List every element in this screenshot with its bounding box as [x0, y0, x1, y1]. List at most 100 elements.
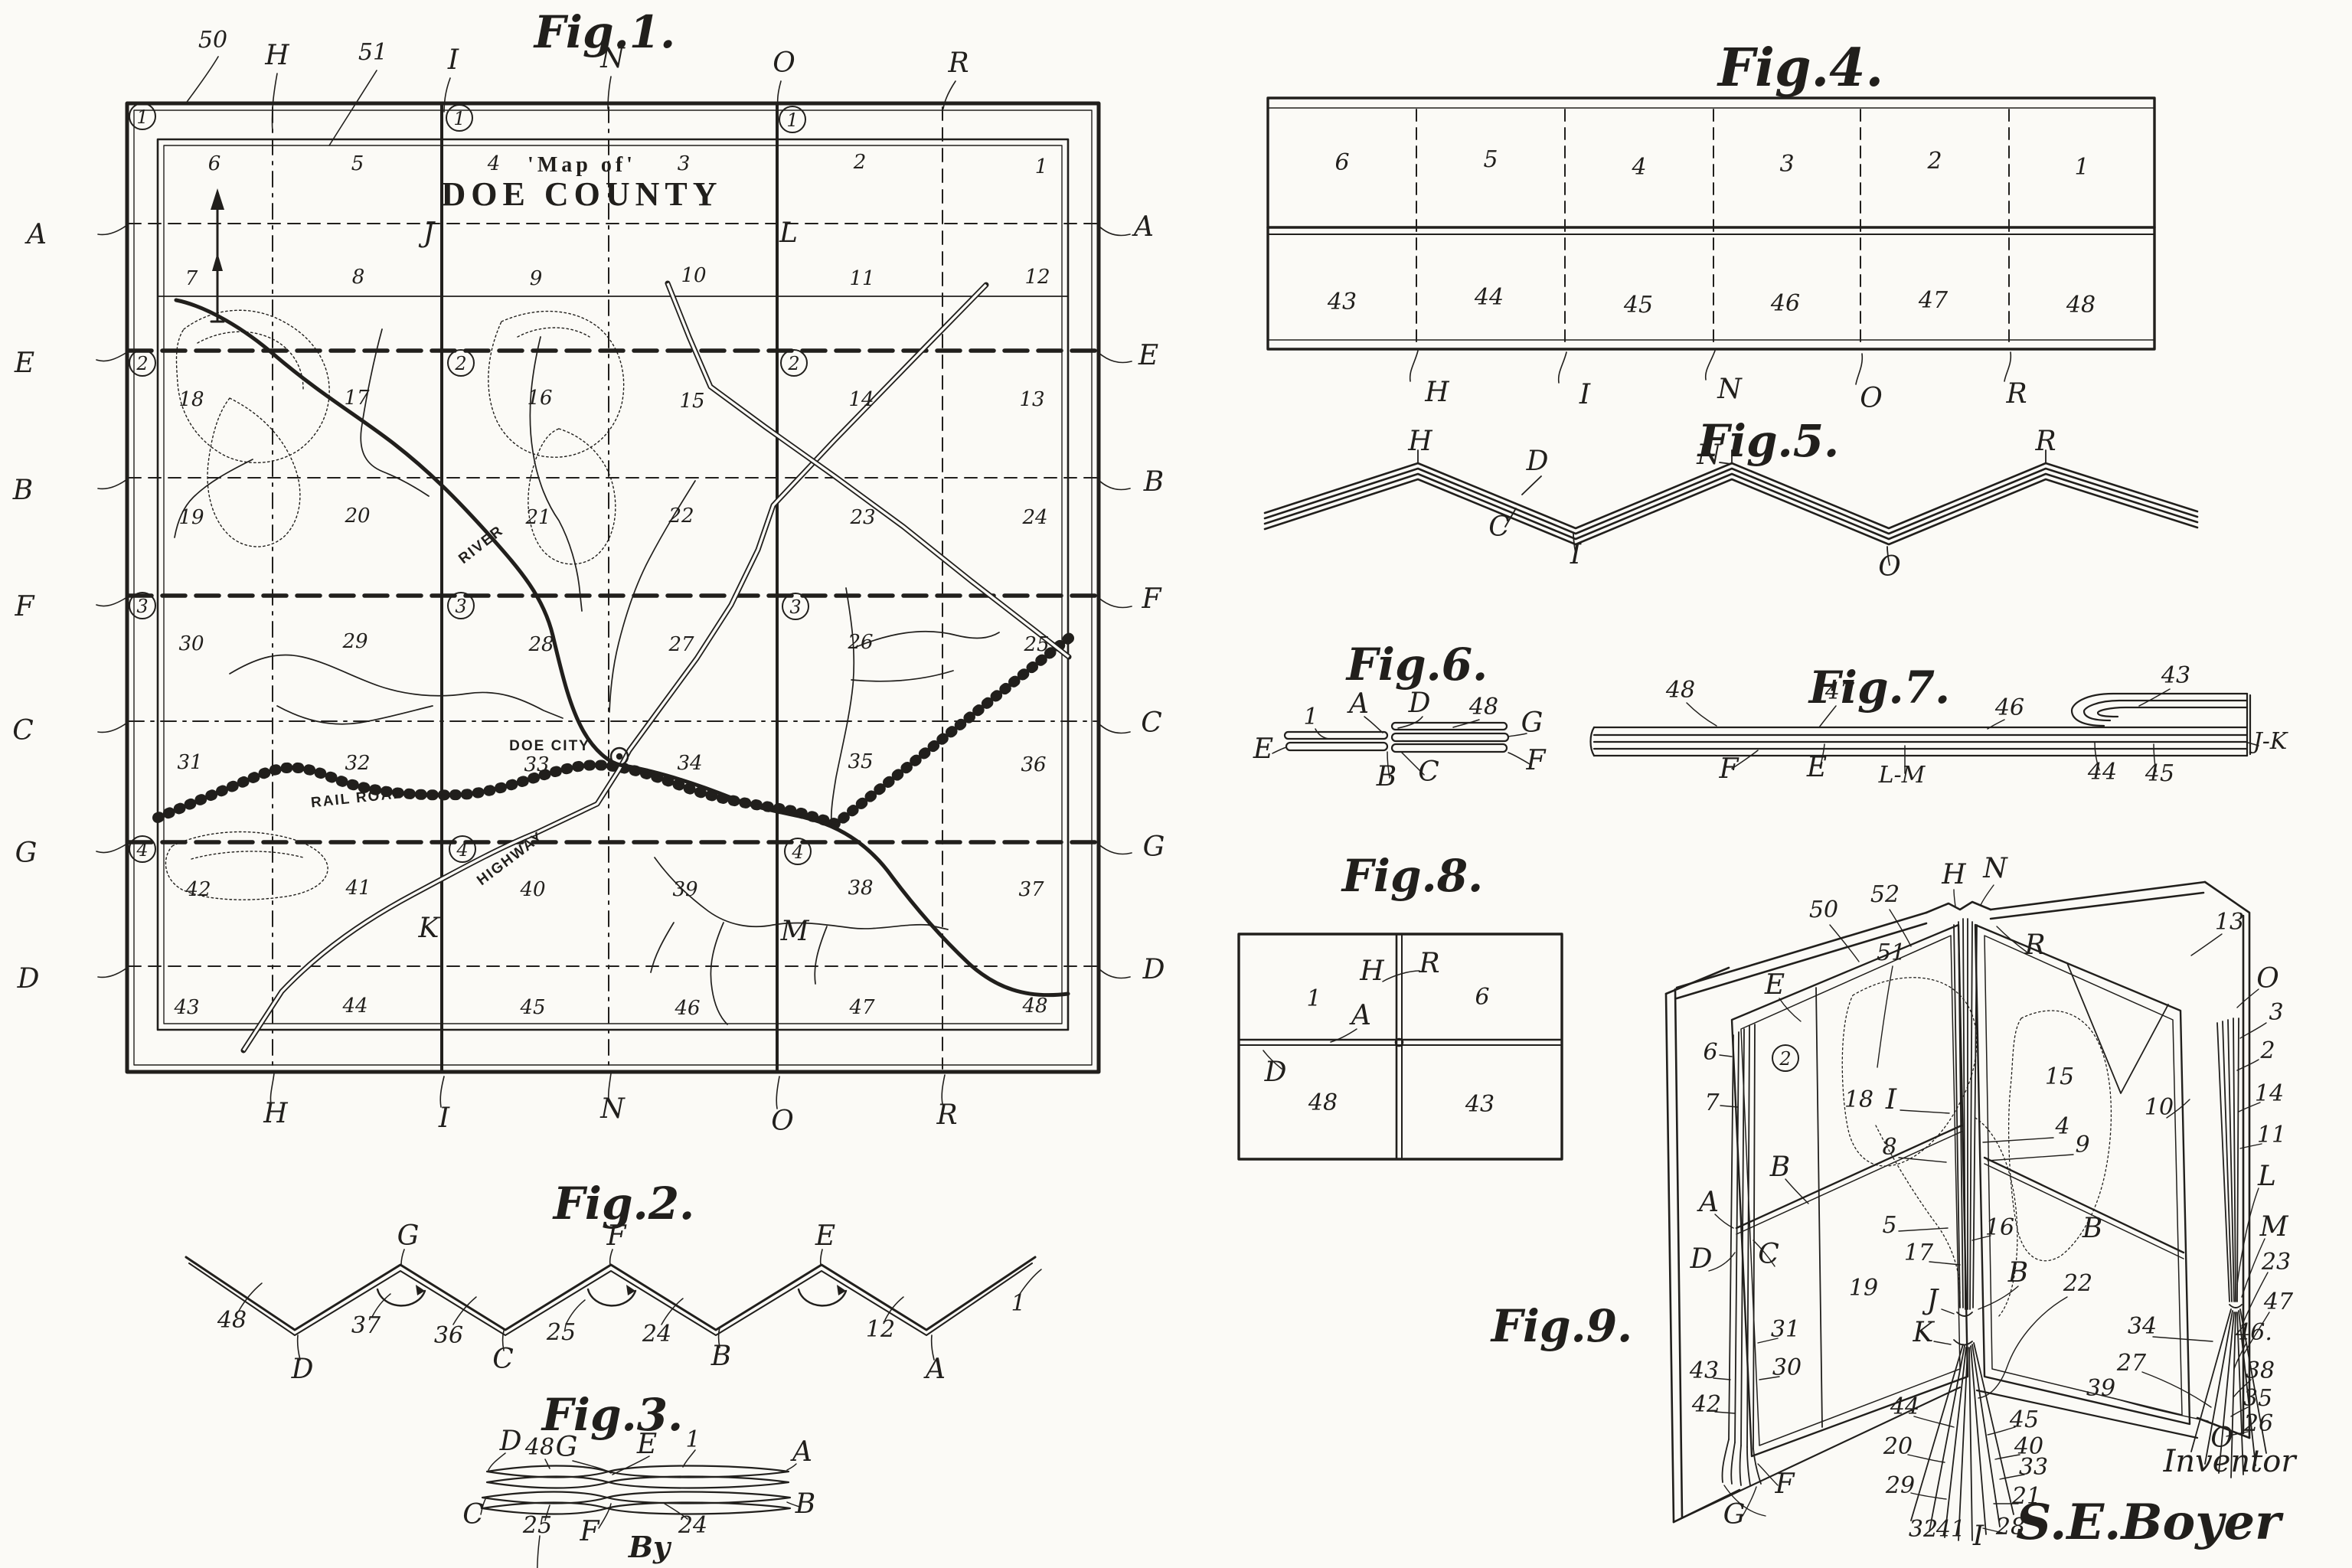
fig9-label-b: B — [1769, 1152, 1790, 1183]
fig7-label-l-m: L-M — [1878, 762, 1926, 789]
fig1-section-number-2: 2 — [787, 353, 799, 374]
line-art — [528, 428, 616, 565]
fig1-label-21: 21 — [524, 506, 550, 529]
line-art — [2233, 1379, 2252, 1397]
fig1-drawing — [96, 56, 1132, 1109]
line-art — [776, 80, 782, 109]
line-art — [1714, 1214, 1734, 1229]
line-art — [1573, 532, 1576, 554]
line-art — [1980, 884, 1994, 906]
fig2-label-g: G — [397, 1220, 420, 1252]
line-art — [1953, 918, 1978, 1310]
line-art — [1723, 1485, 1766, 1517]
line-art — [238, 1269, 1042, 1325]
fig1-section-circle-1 — [446, 104, 473, 132]
line-art — [1237, 933, 1563, 1161]
line-art — [1387, 751, 1390, 779]
line-art — [1779, 998, 1802, 1022]
line-art — [1978, 1296, 2068, 1399]
fig3-label-48: 48 — [524, 1434, 554, 1461]
line-art — [1989, 891, 2205, 920]
fig1-label-39: 39 — [672, 878, 697, 901]
line-art — [2166, 1099, 2190, 1119]
fig1-label-a: A — [24, 219, 47, 250]
line-art — [1364, 716, 1383, 733]
fig5-label-fig-5-: Fig.5. — [1697, 415, 1840, 467]
line-art — [1731, 750, 1759, 769]
fig9-section-circle-2 — [1772, 1044, 1799, 1072]
line-art — [2236, 988, 2259, 1008]
fig9-label-50: 50 — [1809, 897, 1838, 923]
line-art — [2243, 1312, 2270, 1356]
line-art-group — [480, 1449, 800, 1568]
line-art — [1330, 1028, 1357, 1043]
fig1-section-number-4: 4 — [456, 839, 468, 861]
line-art — [710, 922, 728, 1025]
fig9-label-43: 43 — [1689, 1357, 1719, 1384]
fig4-label-h: H — [1424, 377, 1449, 408]
line-art — [2138, 688, 2171, 707]
fig4-label-1: 1 — [2074, 154, 2089, 181]
fig4-label-46: 46 — [1770, 290, 1800, 317]
line-art — [242, 283, 988, 1051]
fig8-label-6: 6 — [1475, 984, 1489, 1011]
line-art — [1735, 1124, 1963, 1230]
fig1-roads — [240, 280, 1072, 1054]
fig1-label-50: 50 — [198, 27, 227, 54]
fig1-label-e: E — [14, 348, 34, 379]
line-art — [2152, 1336, 2213, 1342]
fig3-label-f: F — [580, 1516, 601, 1547]
fig1-streams — [174, 328, 1000, 1025]
line-art — [443, 77, 451, 113]
signature-block: Inventor S.E.Boyer By 'Map of' DOE COUNT… — [441, 153, 2298, 1564]
fig1-section-circle-2 — [447, 349, 475, 377]
fig1-section-number-4: 4 — [791, 841, 803, 863]
line-art — [1674, 988, 1684, 1519]
fig4-label-44: 44 — [1474, 284, 1504, 311]
fig4-label-fig-4-: Fig.4. — [1717, 38, 1883, 99]
fig9-label-42: 42 — [1691, 1391, 1721, 1418]
fig1-label-12: 12 — [1024, 266, 1050, 289]
line-art — [1910, 1492, 1947, 1500]
fig1-label-48: 48 — [1021, 995, 1047, 1018]
fig1-label-h: H — [264, 40, 289, 71]
fig1-label-2: 2 — [853, 151, 867, 174]
line-art — [1913, 1416, 1955, 1428]
fig3-label-25: 25 — [522, 1512, 552, 1539]
fig9-label-k: K — [1913, 1317, 1936, 1348]
fig4-label-3: 3 — [1779, 151, 1794, 178]
fig8-label-48: 48 — [1308, 1089, 1338, 1116]
fig6-label-d: D — [1408, 688, 1431, 719]
line-art — [276, 705, 433, 725]
fig1-label-n: N — [599, 43, 626, 74]
fig5-drawing — [1263, 449, 2199, 566]
fig5-label-d: D — [1526, 446, 1549, 477]
fig1-label-m: M — [780, 916, 810, 947]
line-art — [1877, 965, 1893, 1068]
line-art — [197, 331, 304, 390]
fig5-label-c: C — [1488, 511, 1510, 543]
fig9-label-44: 44 — [1890, 1393, 1919, 1420]
fig6-label-f: F — [1526, 745, 1547, 776]
fig1-label-r: R — [936, 1099, 957, 1131]
fig1-label-f: F — [15, 591, 36, 622]
fig1-label-13: 13 — [1019, 388, 1044, 411]
fig9-label-38: 38 — [2246, 1357, 2275, 1384]
line-art — [837, 1285, 846, 1295]
fig7-drawing — [1589, 688, 2259, 774]
line-art — [1996, 926, 2028, 953]
fig2-label-36: 36 — [434, 1322, 463, 1349]
line-art — [1283, 730, 1389, 740]
fig1-label-n: N — [599, 1093, 626, 1125]
fig7-label-43: 43 — [2161, 662, 2190, 689]
fig9-label-30: 30 — [1772, 1354, 1802, 1381]
fig1-label-d: D — [1142, 954, 1165, 985]
fig7-label-47: 47 — [1824, 678, 1855, 705]
line-art — [480, 1498, 486, 1515]
line-art — [1664, 992, 1675, 1524]
line-art — [1907, 1454, 1945, 1463]
line-art — [1508, 733, 1527, 737]
inventor-signature: S.E.Boyer — [2016, 1494, 2284, 1551]
fig6-label-c: C — [1418, 756, 1439, 788]
